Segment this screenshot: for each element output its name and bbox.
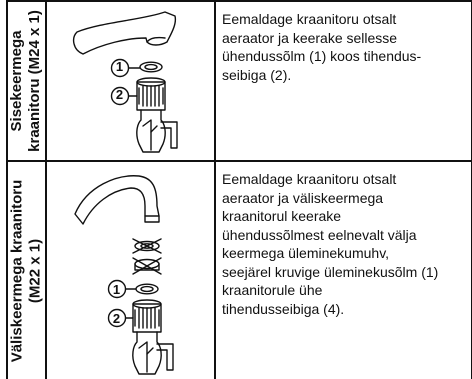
- valve-body-shape: [135, 108, 166, 153]
- row-2-faucet-illustration: [73, 175, 174, 375]
- seal-washer-2-shape: [134, 283, 159, 295]
- curved-spout-shape: [73, 175, 160, 225]
- seal-washer-shape: [138, 61, 163, 73]
- callout-1-label-row2: 1: [112, 282, 121, 297]
- table-border-top: [6, 0, 472, 2]
- row-2-label-line2: (M22 x 1): [26, 238, 43, 303]
- table-divider-row: [6, 160, 472, 162]
- row-1-label: Sisekeermega kraanitoru (M24 x 1): [8, 10, 44, 152]
- row-1-label-cell: Sisekeermega kraanitoru (M24 x 1): [7, 1, 45, 160]
- table-divider-col1: [45, 0, 47, 379]
- callout-1-circle: [110, 58, 129, 77]
- row-1-label-line2: kraanitoru (M24 x 1): [26, 9, 43, 152]
- row-1-faucet-illustration: [72, 10, 178, 153]
- connector-nut-shape: [135, 80, 166, 111]
- row-2-label-line1: Väliskeermega kraanitoru: [8, 179, 25, 362]
- table-border-right: [470, 0, 472, 379]
- callout-2-label: 2: [115, 87, 124, 102]
- row-1-description: Eemaldage kraanitoru otsalt aeraator ja …: [222, 11, 422, 83]
- table-divider-col2: [214, 0, 216, 379]
- row-2-description: Eemaldage kraanitoru otsalt aeraator ja …: [222, 171, 439, 317]
- callout-2-circle: [110, 86, 129, 105]
- faucet-spout-shape: [72, 10, 176, 55]
- row-2-label-cell: Väliskeermega kraanitoru (M22 x 1): [7, 162, 45, 379]
- row-1-label-line1: Sisekeermega: [8, 30, 25, 131]
- table-border-left: [6, 0, 8, 379]
- callout-1-label: 1: [115, 59, 124, 74]
- callout-2-label-row2: 2: [112, 311, 121, 326]
- valve-handle-shape: [159, 120, 178, 149]
- row-2-label: Väliskeermega kraanitoru (M22 x 1): [8, 179, 44, 362]
